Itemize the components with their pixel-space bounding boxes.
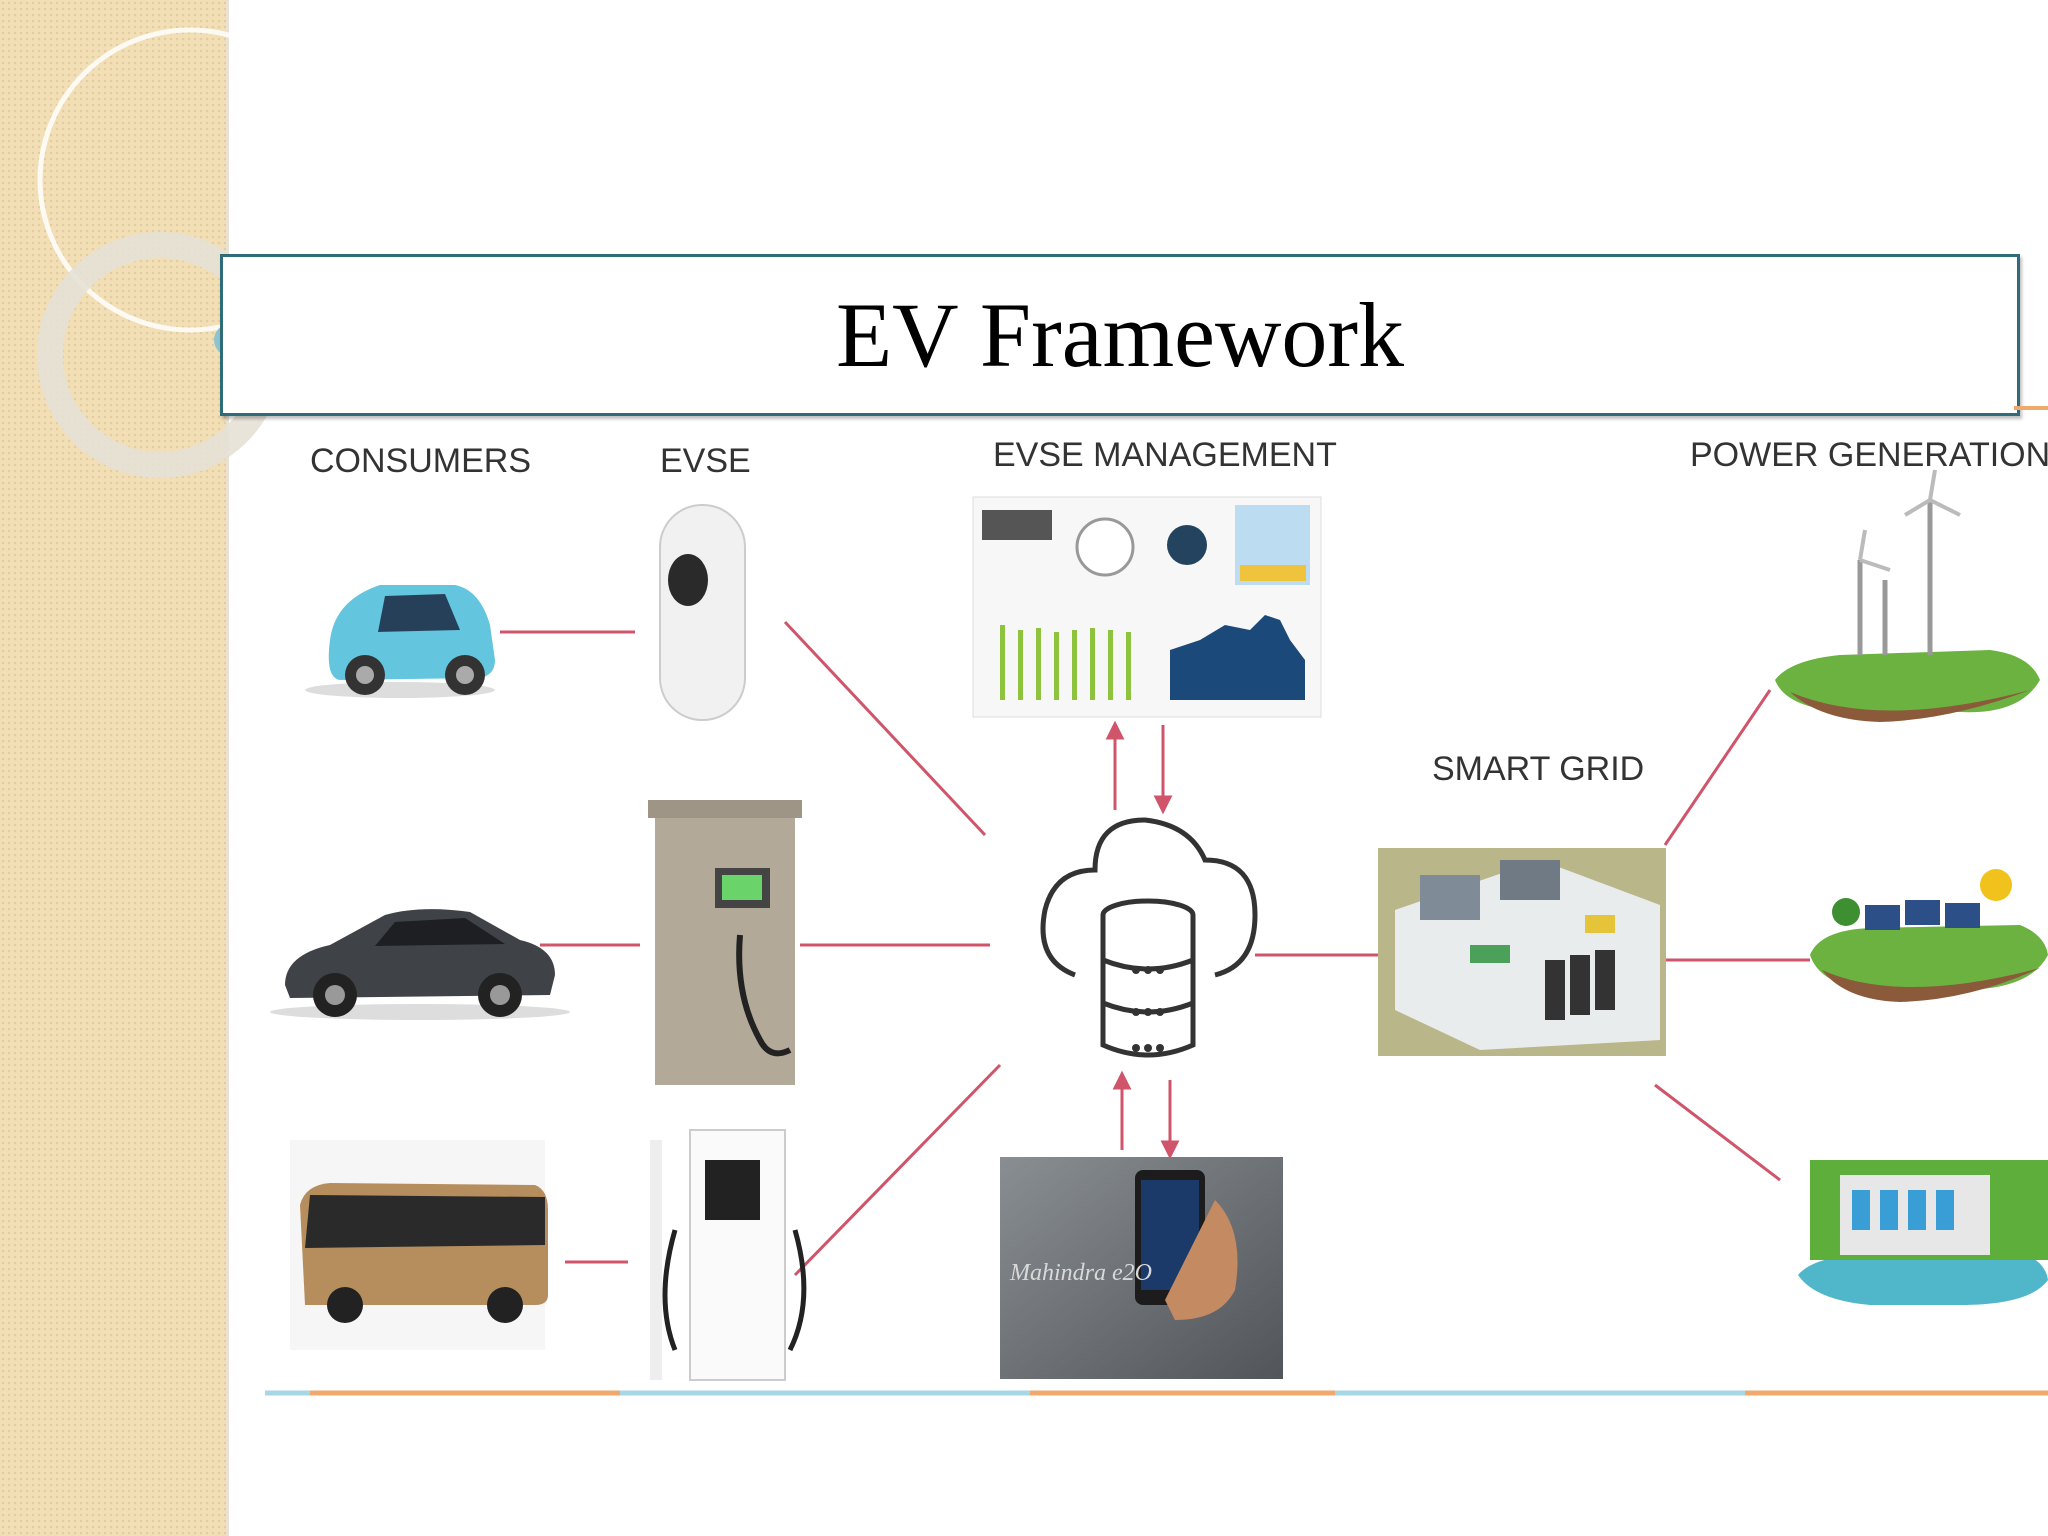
sidebar-divider <box>226 0 229 1536</box>
bus-icon <box>290 1140 548 1350</box>
fast-charger-icon <box>650 1129 807 1381</box>
cloud-database-icon <box>1040 817 1258 1058</box>
label-smart-grid: SMART GRID <box>1432 750 1644 788</box>
slide-title: EV Framework <box>835 284 1405 386</box>
management-dashboard-icon <box>972 496 1322 718</box>
mobile-app-photo: Mahindra e2O <box>1000 1157 1283 1379</box>
sedan-icon <box>270 909 570 1020</box>
hydro-dam-icon <box>1798 1160 2048 1305</box>
connector-grid-wind <box>1663 689 1772 846</box>
connector-lines <box>500 620 1810 1277</box>
connector-evse3-cloud <box>793 1063 1002 1277</box>
title-box: EV Framework <box>220 254 2020 416</box>
label-evse-management: EVSE MANAGEMENT <box>993 436 1337 474</box>
wind-farm-icon <box>1775 469 2040 722</box>
phone-car-logo-text: Mahindra e2O <box>1009 1260 1152 1286</box>
label-power-generation: POWER GENERATION <box>1690 436 2048 474</box>
label-evse: EVSE <box>660 442 751 480</box>
solar-farm-icon <box>1810 869 2048 1002</box>
smart-grid-icon <box>1378 848 1666 1056</box>
database-dots <box>1132 966 1164 1052</box>
bar-chart-icon <box>1000 625 1131 700</box>
area-chart-icon <box>1170 615 1305 700</box>
cabinet-charger-icon <box>648 800 802 1085</box>
wall-charger-icon <box>659 504 746 721</box>
connector-evse1-cloud <box>783 620 987 837</box>
connector-grid-hydro <box>1654 1083 1781 1182</box>
label-consumers: CONSUMERS <box>310 442 531 480</box>
small-car-icon <box>305 585 495 698</box>
arrows <box>1105 720 1180 1160</box>
